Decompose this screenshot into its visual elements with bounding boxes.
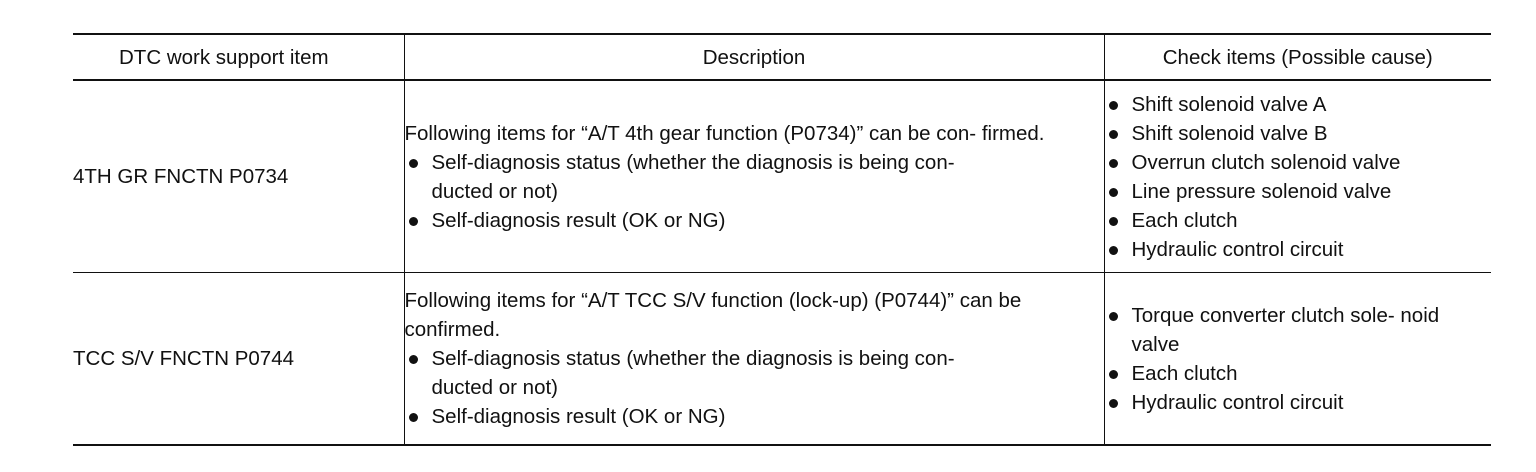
check-item-text: Torque converter clutch sole- noid valve — [1131, 303, 1440, 356]
description-bullet-list: Self-diagnosis status (whether the diagn… — [405, 344, 1104, 431]
list-item: Hydraulic control circuit — [1105, 388, 1492, 417]
list-item: Self-diagnosis result (OK or NG) — [405, 206, 1104, 235]
table-row: 4TH GR FNCTN P0734 Following items for “… — [73, 80, 1491, 273]
check-item-text: Shift solenoid valve B — [1131, 121, 1328, 145]
bullet-icon — [1108, 129, 1118, 139]
header-row: DTC work support item Description Check … — [73, 33, 1491, 81]
check-items-list: Torque converter clutch sole- noid valve… — [1105, 301, 1492, 417]
check-item-text: Hydraulic control circuit — [1131, 237, 1344, 261]
list-item: Line pressure solenoid valve — [1105, 177, 1492, 206]
check-item-text: Shift solenoid valve A — [1131, 92, 1327, 116]
description-cell: Following items for “A/T TCC S/V functio… — [403, 272, 1104, 446]
bullet-icon — [408, 413, 418, 422]
bullet-icon — [1108, 311, 1118, 321]
list-item: Self-diagnosis status (whether the diagn… — [405, 148, 1104, 206]
dtc-item-label: 4TH GR FNCTN P0734 — [73, 165, 289, 188]
description-bullet-text: Self-diagnosis result (OK or NG) — [431, 405, 726, 428]
bullet-icon — [1108, 187, 1118, 197]
list-item: Overrun clutch solenoid valve — [1105, 148, 1492, 177]
bullet-icon — [1108, 245, 1118, 255]
description-bullet-list: Self-diagnosis status (whether the diagn… — [405, 148, 1104, 235]
description-intro: Following items for “A/T TCC S/V functio… — [404, 289, 1022, 341]
bullet-icon — [1108, 369, 1118, 379]
check-item-text: Line pressure solenoid valve — [1131, 179, 1392, 203]
bullet-icon — [1108, 100, 1118, 110]
list-item: Hydraulic control circuit — [1105, 235, 1492, 264]
table-row: TCC S/V FNCTN P0744 Following items for … — [73, 272, 1492, 446]
dtc-item-label: TCC S/V FNCTN P0744 — [73, 347, 294, 370]
bullet-icon — [1108, 158, 1118, 168]
bullet-icon — [408, 158, 418, 168]
bullet-icon — [408, 216, 418, 226]
bullet-icon — [1108, 216, 1118, 226]
description-intro: Following items for “A/T 4th gear functi… — [404, 121, 1045, 145]
list-item: Each clutch — [1105, 359, 1492, 388]
list-item: Torque converter clutch sole- noid valve — [1105, 301, 1492, 359]
bullet-icon — [408, 355, 418, 364]
dtc-item-cell: TCC S/V FNCTN P0744 — [73, 272, 404, 446]
list-item: Shift solenoid valve A — [1105, 90, 1492, 119]
dtc-item-cell: 4TH GR FNCTN P0734 — [73, 80, 404, 273]
list-item: Each clutch — [1105, 206, 1492, 235]
description-cell: Following items for “A/T 4th gear functi… — [403, 80, 1104, 273]
check-item-text: Each clutch — [1131, 361, 1238, 385]
header-description: Description — [403, 33, 1104, 81]
check-item-text: Each clutch — [1131, 208, 1238, 232]
check-items-cell: Torque converter clutch sole- noid valve… — [1103, 272, 1492, 446]
check-items-list: Shift solenoid valve A Shift solenoid va… — [1105, 90, 1492, 264]
dtc-work-support-table: DTC work support item Description Check … — [73, 33, 1491, 446]
check-item-text: Overrun clutch solenoid valve — [1131, 150, 1401, 174]
list-item: Self-diagnosis result (OK or NG) — [405, 402, 1104, 431]
check-items-cell: Shift solenoid valve A Shift solenoid va… — [1103, 80, 1492, 273]
description-bullet-text: Self-diagnosis result (OK or NG) — [431, 208, 726, 232]
description-bullet-text: Self-diagnosis status (whether the diagn… — [431, 347, 955, 399]
header-check-items: Check items (Possible cause) — [1103, 33, 1491, 81]
check-item-text: Hydraulic control circuit — [1131, 390, 1344, 414]
list-item: Shift solenoid valve B — [1105, 119, 1492, 148]
list-item: Self-diagnosis status (whether the diagn… — [405, 344, 1104, 402]
header-dtc-work-support-item: DTC work support item — [73, 33, 404, 81]
bullet-icon — [1108, 398, 1118, 408]
description-bullet-text: Self-diagnosis status (whether the diagn… — [431, 150, 955, 203]
